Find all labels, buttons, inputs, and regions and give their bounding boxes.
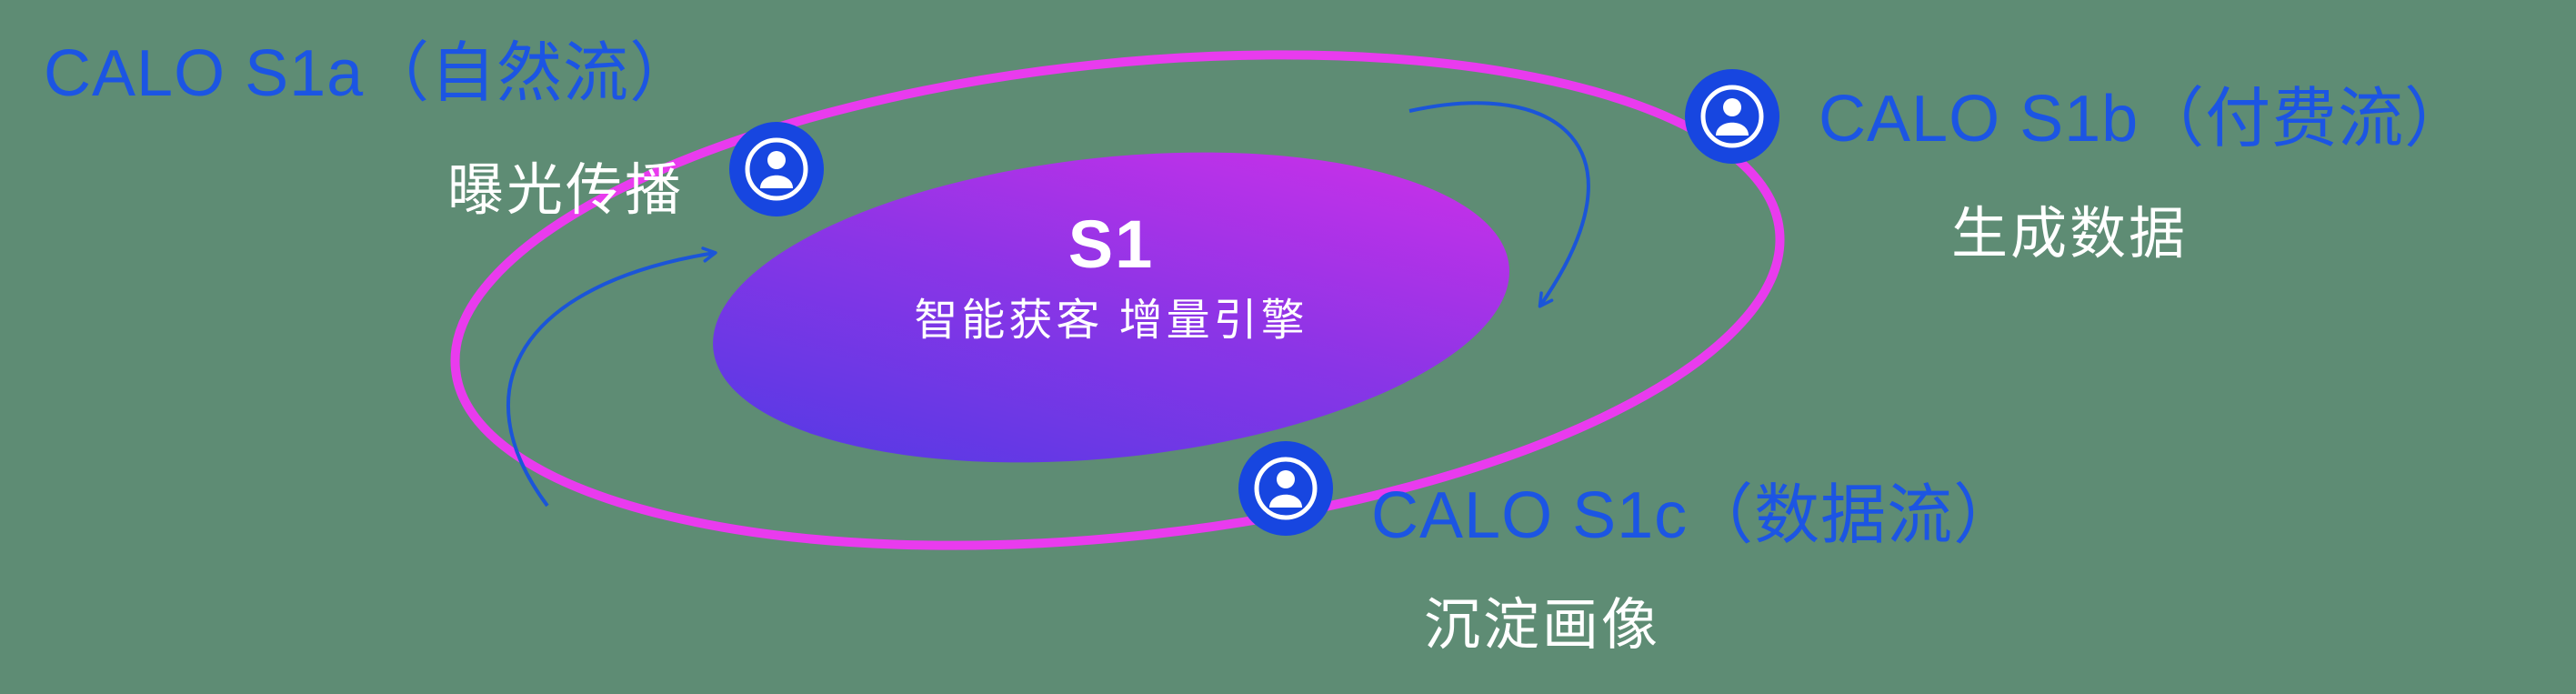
person-head <box>767 151 786 169</box>
person-body <box>1716 122 1749 136</box>
core-ellipse <box>713 152 1509 463</box>
person-body <box>1269 494 1302 508</box>
flow-arrow-right <box>1408 101 1590 308</box>
node-s1a-label: CALO S1a（自然流） <box>44 37 697 110</box>
flow-arrow-left <box>506 246 717 508</box>
node-s1b-label: CALO S1b（付费流） <box>1819 83 2471 156</box>
person-icon <box>1238 441 1333 536</box>
core-text-group: S1 智能获客 增量引擎 <box>747 206 1475 346</box>
orbit-ring <box>450 50 1785 550</box>
icon-ring <box>745 137 808 201</box>
person-icon <box>1685 69 1779 164</box>
icon-ring <box>1254 457 1318 520</box>
person-head <box>1277 470 1295 488</box>
node-s1a-sublabel: 曝光传播 <box>447 159 685 222</box>
person-head <box>1723 98 1741 116</box>
person-body <box>760 175 793 188</box>
node-s1b-sublabel: 生成数据 <box>1951 203 2189 266</box>
person-icon <box>729 122 824 216</box>
core-subtitle: 智能获客 增量引擎 <box>914 297 1308 346</box>
node-s1c-label: CALO S1c（数据流） <box>1371 479 2020 552</box>
icon-ring <box>1700 85 1764 148</box>
core-title: S1 <box>1067 206 1155 282</box>
node-s1c-sublabel: 沉淀画像 <box>1424 594 1661 657</box>
